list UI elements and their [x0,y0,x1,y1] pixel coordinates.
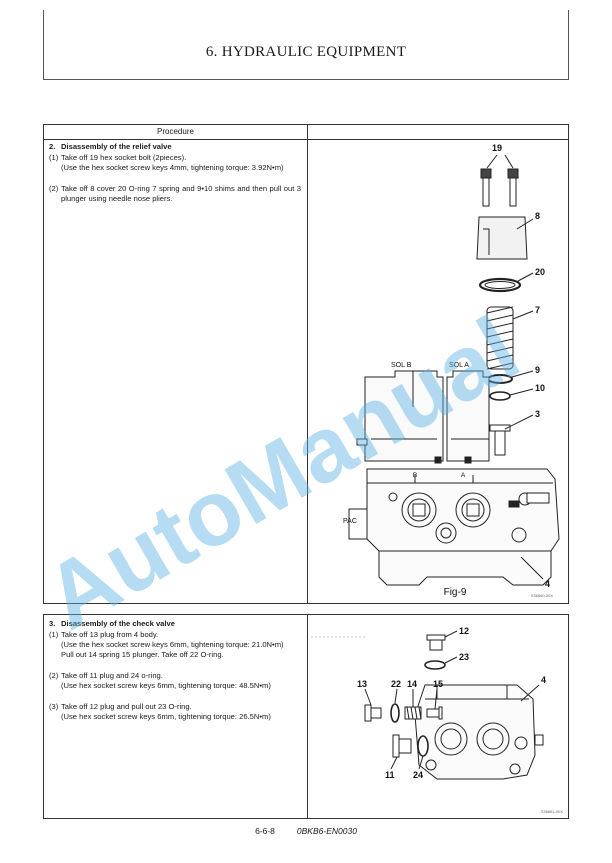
callout-7: 7 [535,305,540,315]
step-item: (1) Take off 13 plug from 4 body. (Use t… [49,630,284,659]
plug-12 [426,634,446,651]
header-box: 6. HYDRAULIC EQUIPMENT [43,10,569,80]
spring-14 [404,706,422,720]
step-heading: 3.Disassembly of the check valve [49,619,175,628]
column-divider [307,615,308,818]
callout-24: 24 [413,770,423,780]
procedure-section-check-valve: 3.Disassembly of the check valve (1) Tak… [43,614,569,819]
spring-7 [486,306,514,370]
callout-19: 19 [492,143,502,153]
callout-11: 11 [385,770,395,780]
valve-body-4 [348,468,560,586]
callout-3: 3 [535,409,540,419]
figure-caption: Fig-9 [444,587,467,598]
step-item: (2) Take off 8 cover 20 O-ring 7 spring … [49,184,301,203]
valve-body-4 [414,684,544,780]
figure-code: S36660-00X [531,593,554,598]
callout-22: 22 [391,679,401,689]
shim-10 [489,391,511,401]
step-item: (1) Take off 19 hex socket bolt (2pieces… [49,153,284,172]
callout-15: 15 [433,679,443,689]
figure-code: S36661-00X [541,809,564,814]
label-pac: PAC [343,518,357,525]
callout-8: 8 [535,211,540,221]
page-footer: 6-6-8 0BKB6-EN0030 [0,826,612,836]
step-item: (2) Take off 11 plug and 24 o-ring. (Use… [49,671,271,690]
document-code: 0BKB6-EN0030 [296,826,357,836]
shim-9 [487,374,513,384]
step-text-check: 3.Disassembly of the check valve (1) Tak… [49,619,301,723]
callout-14: 14 [407,679,417,689]
procedure-section-relief-valve: Procedure 2.Disassembly of the relief va… [43,124,569,604]
relief-valve-exploded-diagram: 19 8 20 7 9 10 3 4 SOL B SOL A B A PAC F… [343,143,560,598]
cover-8 [476,216,528,260]
callout-4: 4 [541,675,546,685]
o-ring-22 [390,703,400,723]
hex-bolt-19-right [507,168,519,207]
label-port-a: A [461,472,466,479]
step-item: (3) Take off 12 plug and pull out 23 O-r… [49,702,271,721]
check-valve-exploded-diagram: 12 23 4 13 22 14 15 11 24 S36661-00X [311,626,564,814]
label-sol-a: SOL A [449,362,469,369]
o-ring-23 [424,660,446,670]
callout-4: 4 [545,579,550,589]
callout-10: 10 [535,383,545,393]
callout-20: 20 [535,267,545,277]
plug-13 [364,704,382,722]
page-title: 6. HYDRAULIC EQUIPMENT [205,44,407,60]
solenoid-a [446,370,490,462]
callout-13: 13 [357,679,367,689]
callout-23: 23 [459,652,469,662]
figure-header-cell [307,125,568,140]
plunger-15 [426,706,443,720]
callout-12: 12 [459,626,469,636]
procedure-header: Procedure [44,125,307,140]
label-sol-b: SOL B [391,362,412,369]
callout-9: 9 [535,365,540,375]
o-ring-20 [478,277,522,293]
step-heading: 2.Disassembly of the relief valve [49,142,172,151]
solenoid-b [356,370,444,462]
column-divider [307,125,308,603]
label-port-b: B [413,472,417,479]
plug-11 [392,734,412,758]
plunger-3 [489,424,511,456]
hex-bolt-19-left [480,168,492,207]
step-text-relief: 2.Disassembly of the relief valve (1) Ta… [49,142,301,205]
page-number: 6-6-8 [255,826,275,836]
